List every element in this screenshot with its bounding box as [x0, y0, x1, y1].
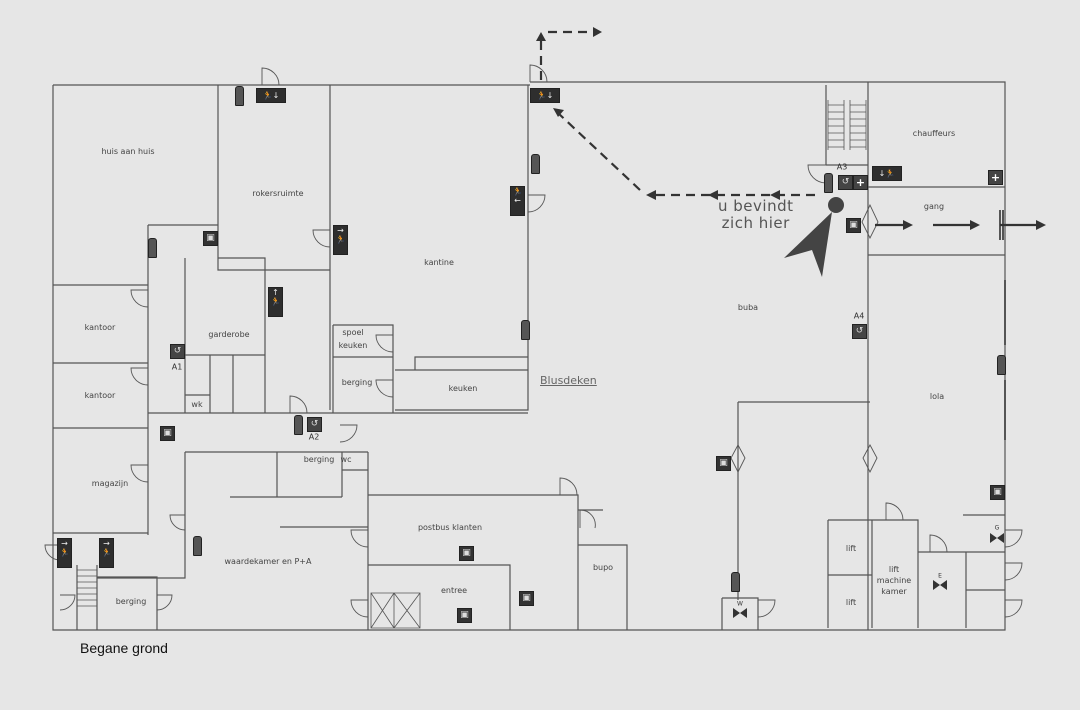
fire-extinguisher-icon — [294, 415, 303, 435]
room-kantoor-2: kantoor — [84, 391, 116, 400]
outer-wall — [52, 81, 1006, 631]
first-aid-icon: + — [853, 175, 868, 190]
fire-blanket-label: Blusdeken — [540, 374, 597, 387]
room-garderobe: garderobe — [208, 330, 250, 339]
room-berging-bottom: berging — [115, 597, 147, 606]
fire-extinguisher-icon — [531, 154, 540, 174]
valve-label-electric: E — [938, 572, 942, 580]
room-postbus-klanten: postbus klanten — [417, 523, 483, 532]
hose-label-a1: A1 — [171, 362, 183, 372]
fire-extinguisher-icon — [235, 86, 244, 106]
fire-alarm-panel-icon: ▣ — [459, 546, 474, 561]
room-keuken: keuken — [448, 384, 478, 393]
fire-alarm-panel-icon: ▣ — [457, 608, 472, 623]
hose-label-a4: A4 — [853, 311, 865, 321]
walls — [44, 64, 1023, 631]
emergency-exit-sign-icon: 🏃← — [510, 186, 525, 216]
fire-hose-icon: ↺ — [170, 344, 185, 359]
valve-label-water: W — [737, 600, 743, 608]
valve-label-gas: G — [994, 524, 1000, 532]
room-lift-machine-kamer-1: lift — [888, 565, 900, 574]
emergency-exit-sign-icon: →🏃 — [57, 538, 72, 568]
escape-routes — [536, 27, 1046, 230]
fire-alarm-panel-icon: ▣ — [846, 218, 861, 233]
room-rokersruimte: rokersruimte — [252, 189, 304, 198]
fire-extinguisher-icon — [148, 238, 157, 258]
room-lift-2: lift — [845, 598, 857, 607]
room-gang: gang — [923, 202, 945, 211]
fire-extinguisher-icon — [997, 355, 1006, 375]
room-wc: wc — [340, 455, 352, 464]
emergency-exit-sign-icon: →🏃 — [333, 225, 348, 255]
room-lift-1: lift — [845, 544, 857, 553]
room-chauffeurs: chauffeurs — [912, 129, 956, 138]
fire-extinguisher-icon — [521, 320, 530, 340]
you-are-here-line2: zich hier — [721, 214, 790, 232]
valves — [733, 533, 1004, 618]
you-are-here-marker — [784, 197, 844, 277]
room-lola: lola — [929, 392, 945, 401]
fire-alarm-panel-icon: ▣ — [203, 231, 218, 246]
room-berging-middle: berging — [303, 455, 335, 464]
room-entree: entree — [440, 586, 468, 595]
emergency-exit-sign-icon: ↓🏃 — [872, 166, 902, 181]
fire-extinguisher-icon — [193, 536, 202, 556]
hose-label-a3: A3 — [836, 162, 848, 172]
fire-hose-icon: ↺ — [838, 175, 853, 190]
room-buba: buba — [737, 303, 759, 312]
floor-title: Begane grond — [80, 640, 168, 656]
room-lift-machine-kamer-2: machine — [876, 576, 912, 585]
room-magazijn: magazijn — [91, 479, 129, 488]
room-huis-aan-huis: huis aan huis — [101, 147, 155, 156]
fire-alarm-panel-icon: ▣ — [519, 591, 534, 606]
fire-alarm-panel-icon: ▣ — [160, 426, 175, 441]
you-are-here-label: u bevindt zich hier — [718, 198, 793, 232]
room-spoel-keuken-line2: keuken — [338, 341, 368, 350]
hose-label-a2: A2 — [308, 432, 320, 442]
room-lift-machine-kamer-3: kamer — [881, 587, 907, 596]
fire-extinguisher-icon — [824, 173, 833, 193]
room-bupo: bupo — [592, 563, 614, 572]
fire-alarm-panel-icon: ▣ — [990, 485, 1005, 500]
room-waardekamer: waardekamer en P+A — [224, 557, 312, 566]
fire-hose-icon: ↺ — [852, 324, 867, 339]
room-kantoor-1: kantoor — [84, 323, 116, 332]
room-kantine: kantine — [424, 258, 454, 267]
first-aid-icon: + — [988, 170, 1003, 185]
room-wk: wk — [191, 400, 203, 409]
fire-extinguisher-icon — [731, 572, 740, 592]
fire-alarm-panel-icon: ▣ — [716, 456, 731, 471]
emergency-exit-sign-icon: 🏃↓ — [530, 88, 560, 103]
emergency-exit-sign-icon: ↑🏃 — [268, 287, 283, 317]
room-berging-kantine: berging — [341, 378, 373, 387]
emergency-exit-sign-icon: →🏃 — [99, 538, 114, 568]
you-are-here-line1: u bevindt — [718, 197, 794, 215]
fire-hose-icon: ↺ — [307, 417, 322, 432]
emergency-exit-sign-icon: 🏃↓ — [256, 88, 286, 103]
room-spoel-keuken-line1: spoel — [342, 328, 364, 337]
